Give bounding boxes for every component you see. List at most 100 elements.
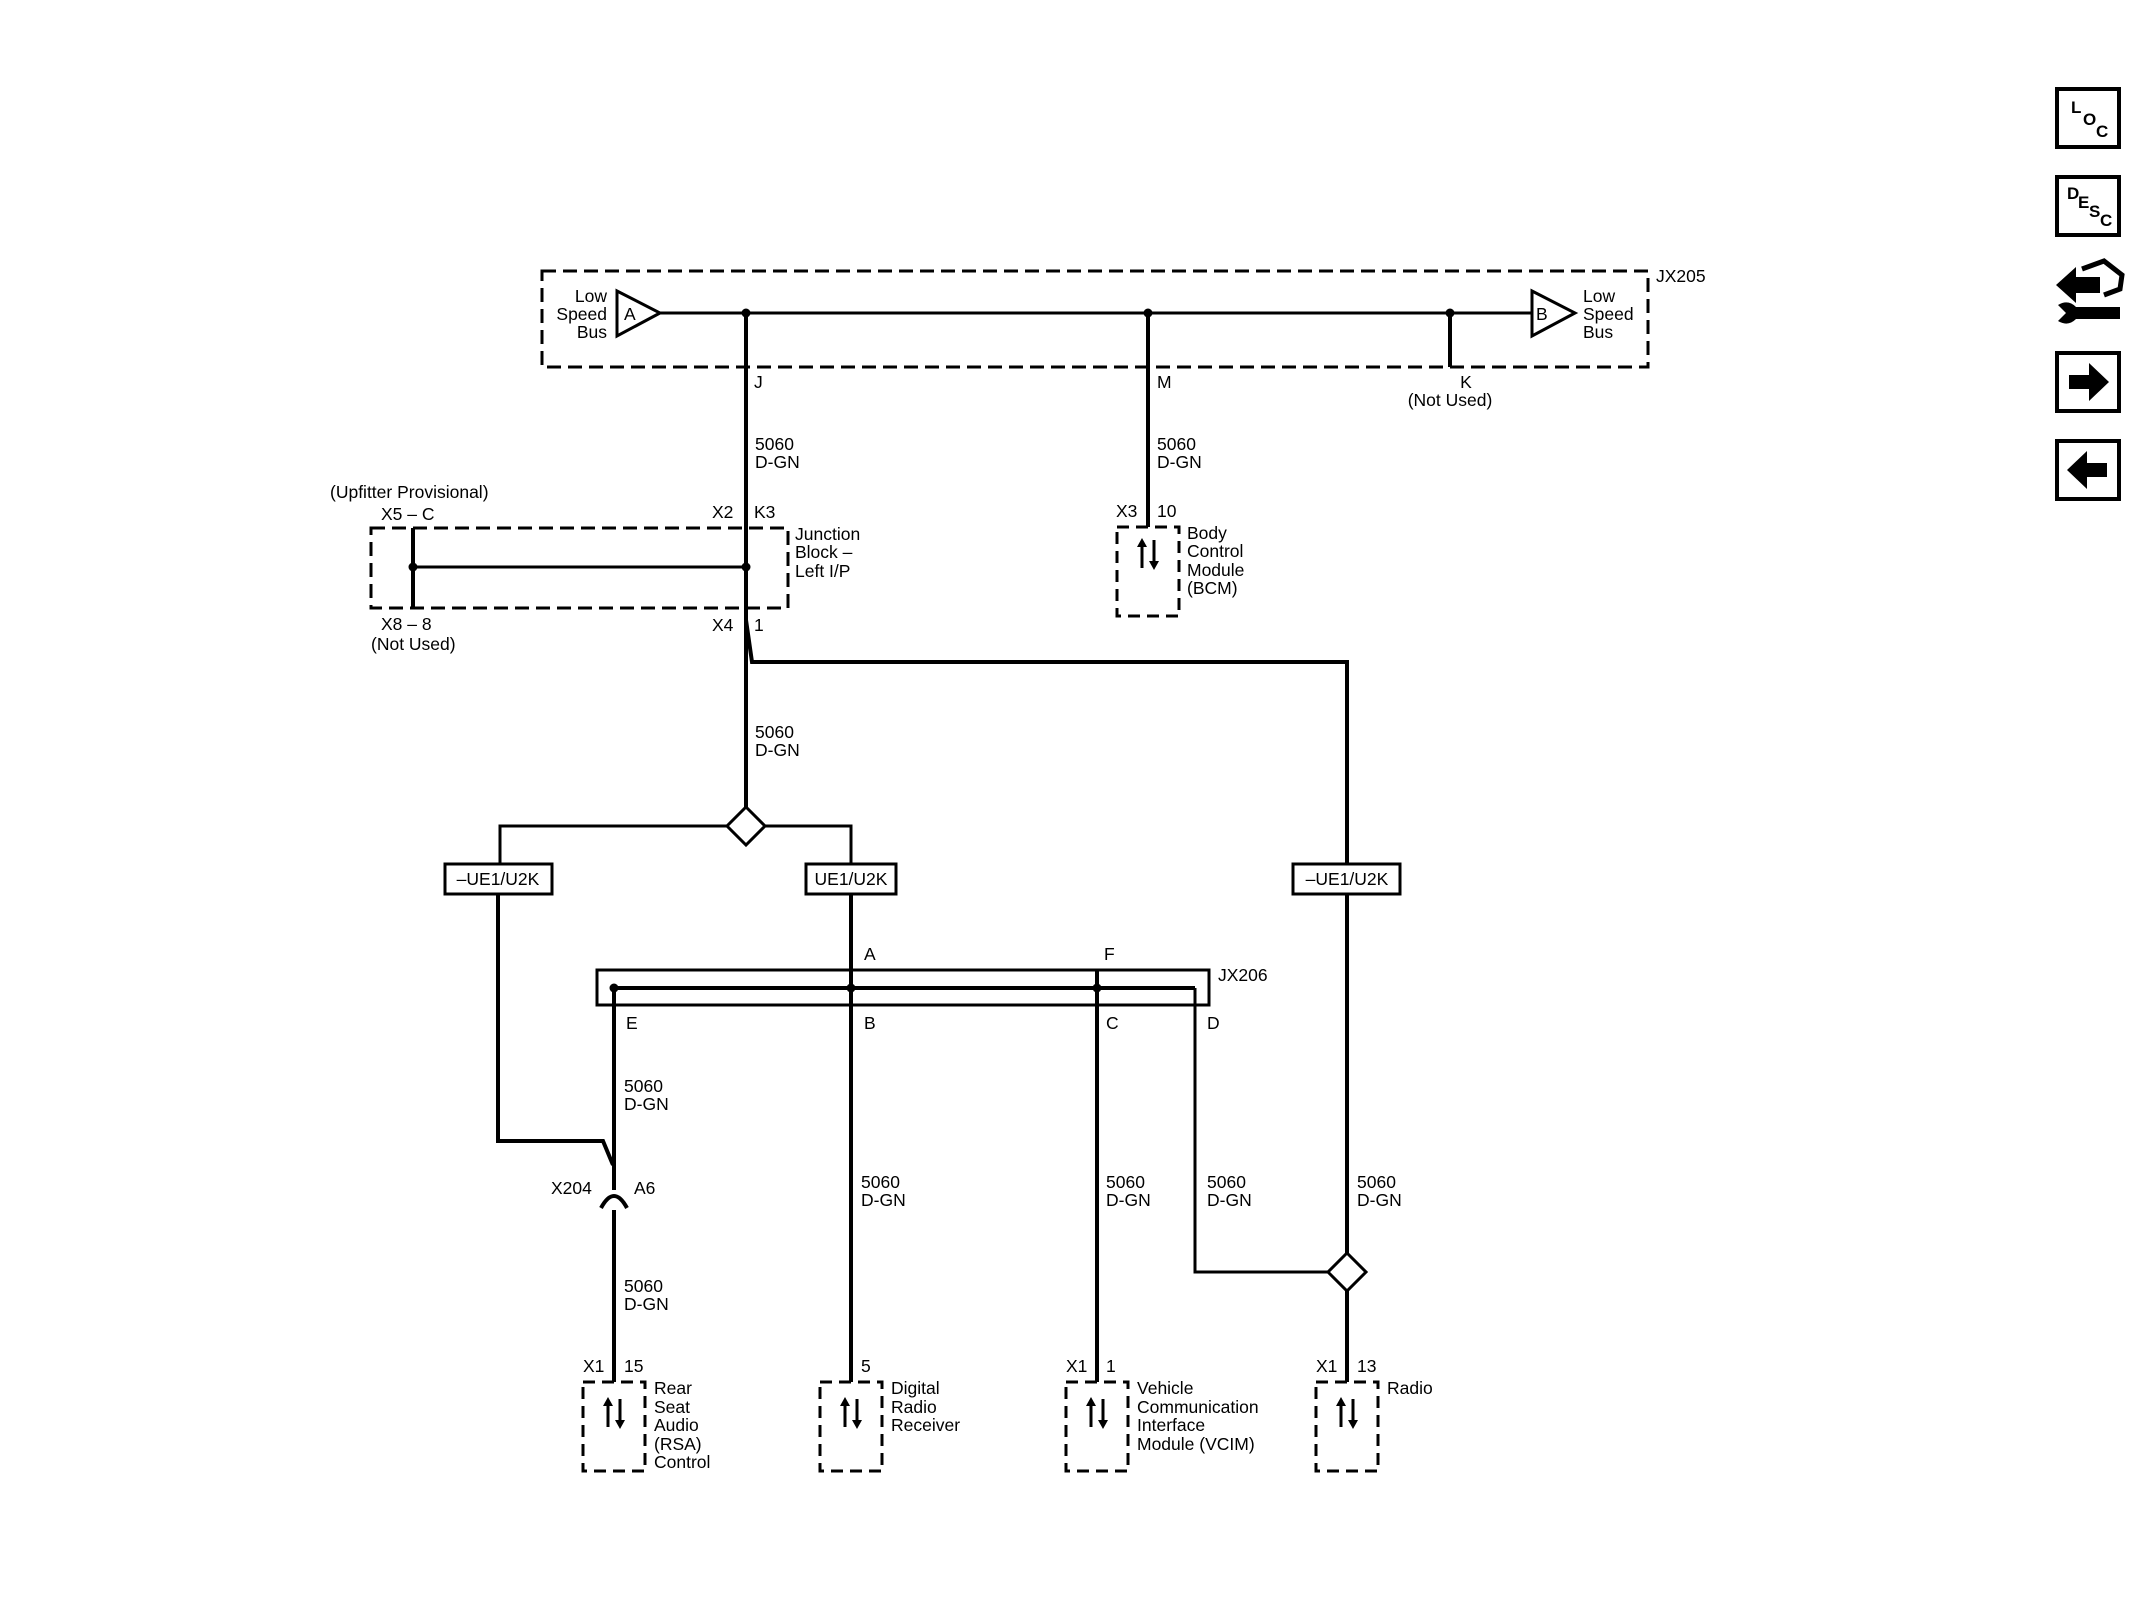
rsa-name-3: Audio [654, 1415, 699, 1435]
wire-j-circuit: 5060 [755, 434, 794, 454]
vcim-name-1: Vehicle [1137, 1378, 1193, 1398]
jx206-label: JX206 [1218, 965, 1268, 985]
junction-name-3: Left I/P [795, 561, 850, 581]
next-button[interactable] [2055, 351, 2121, 413]
junction-block [369, 526, 790, 610]
arrow-left-icon [2067, 451, 2107, 489]
rsa-name-2: Seat [654, 1397, 690, 1417]
option-box-mid [804, 862, 898, 896]
wire-d-color: D-GN [1207, 1190, 1252, 1210]
wire-main-color: D-GN [755, 740, 800, 760]
vcim-pin: 1 [1106, 1356, 1116, 1376]
bus-right-label-1: Low [1583, 286, 1615, 306]
rsa-name-1: Rear [654, 1378, 692, 1398]
bcm-module [1115, 313, 1181, 618]
bus-terminal-a [615, 288, 664, 339]
option-left-label: –UE1/U2K [457, 869, 540, 889]
arrow-right-icon [2069, 363, 2109, 401]
jx206-e: E [626, 1013, 638, 1033]
location-button[interactable]: L O C [2055, 87, 2121, 149]
radio-module [1314, 1380, 1380, 1473]
drr-name-2: Radio [891, 1397, 937, 1417]
pin-m: M [1157, 372, 1172, 392]
pin-j: J [754, 372, 763, 392]
wire-d-circuit: 5060 [1207, 1172, 1246, 1192]
rsa-module [581, 1380, 647, 1473]
wire-b-color: D-GN [861, 1190, 906, 1210]
wire-b-circuit: 5060 [861, 1172, 900, 1192]
wire-j-color: D-GN [755, 452, 800, 472]
wire-radio-circuit: 5060 [1357, 1172, 1396, 1192]
x4-pin: 1 [754, 615, 764, 635]
jx206-a: A [864, 944, 876, 964]
vcim-x1: X1 [1066, 1356, 1087, 1376]
drr-pin: 5 [861, 1356, 871, 1376]
jx206-b: B [864, 1013, 876, 1033]
junction-name-2: Block – [795, 542, 853, 562]
bcm-pin: 10 [1157, 501, 1177, 521]
drr-name-1: Digital [891, 1378, 940, 1398]
option-right-label: –UE1/U2K [1306, 869, 1389, 889]
upfitter-label: (Upfitter Provisional) [330, 482, 489, 502]
rsa-name-4: (RSA) [654, 1434, 702, 1454]
radio-name-1: Radio [1387, 1378, 1433, 1398]
connector-tool-icon[interactable] [2052, 255, 2128, 335]
drr-module [818, 1380, 884, 1473]
x4-label: X4 [712, 615, 734, 635]
x204-pin: A6 [634, 1178, 655, 1198]
x8-not-used: (Not Used) [371, 634, 456, 654]
desc-letter-s: S [2089, 202, 2101, 221]
wire-c-color: D-GN [1106, 1190, 1151, 1210]
vcim-module [1064, 1380, 1130, 1473]
wire-rsa-color: D-GN [624, 1294, 669, 1314]
drr-name-3: Receiver [891, 1415, 960, 1435]
wire-rsa-alt [496, 894, 615, 1166]
bcm-name-3: Module [1187, 560, 1244, 580]
wire-e-circuit: 5060 [624, 1076, 663, 1096]
splice-radio [1325, 1250, 1369, 1294]
wire-m-color: D-GN [1157, 452, 1202, 472]
desc-letter-e: E [2078, 193, 2090, 212]
bus-a-pin: A [624, 304, 636, 324]
wire-m-circuit: 5060 [1157, 434, 1196, 454]
jx206-c: C [1106, 1013, 1119, 1033]
jx205-label: JX205 [1656, 266, 1706, 286]
vcim-name-4: Module (VCIM) [1137, 1434, 1255, 1454]
x8-label: X8 – 8 [381, 614, 432, 634]
wire-radio-color: D-GN [1357, 1190, 1402, 1210]
bus-terminal-b [1530, 288, 1579, 339]
radio-pin: 13 [1357, 1356, 1376, 1376]
x5-label: X5 – C [381, 504, 435, 524]
wire-e-color: D-GN [624, 1094, 669, 1114]
option-mid-label: UE1/U2K [815, 869, 888, 889]
bcm-x3: X3 [1116, 501, 1137, 521]
rsa-x1: X1 [583, 1356, 604, 1376]
bus-left-label-3: Bus [577, 322, 607, 342]
description-button[interactable]: D E S C [2055, 175, 2121, 237]
desc-letter-c: C [2100, 211, 2113, 230]
vcim-name-3: Interface [1137, 1415, 1205, 1435]
bcm-name-4: (BCM) [1187, 578, 1238, 598]
bus-left-label-2: Speed [556, 304, 607, 324]
jx205-bus [540, 269, 1650, 369]
loc-letter-l: L [2071, 98, 2082, 117]
x204-connector [599, 1194, 629, 1382]
previous-button[interactable] [2055, 439, 2121, 501]
jx206-f: F [1104, 944, 1115, 964]
bcm-name-1: Body [1187, 523, 1227, 543]
pin-k-not-used: (Not Used) [1408, 390, 1493, 410]
desc-letter-d: D [2067, 184, 2080, 203]
wire-c-circuit: 5060 [1106, 1172, 1145, 1192]
rsa-pin: 15 [624, 1356, 643, 1376]
junction-name-1: Junction [795, 524, 860, 544]
bus-right-label-3: Bus [1583, 322, 1613, 342]
x2-label: X2 [712, 502, 733, 522]
x204-label: X204 [551, 1178, 592, 1198]
vcim-name-2: Communication [1137, 1397, 1259, 1417]
radio-x1: X1 [1316, 1356, 1337, 1376]
loc-letter-c: C [2096, 122, 2109, 141]
bcm-name-2: Control [1187, 541, 1243, 561]
loc-letter-o: O [2083, 110, 2097, 129]
jx206-d: D [1207, 1013, 1220, 1033]
